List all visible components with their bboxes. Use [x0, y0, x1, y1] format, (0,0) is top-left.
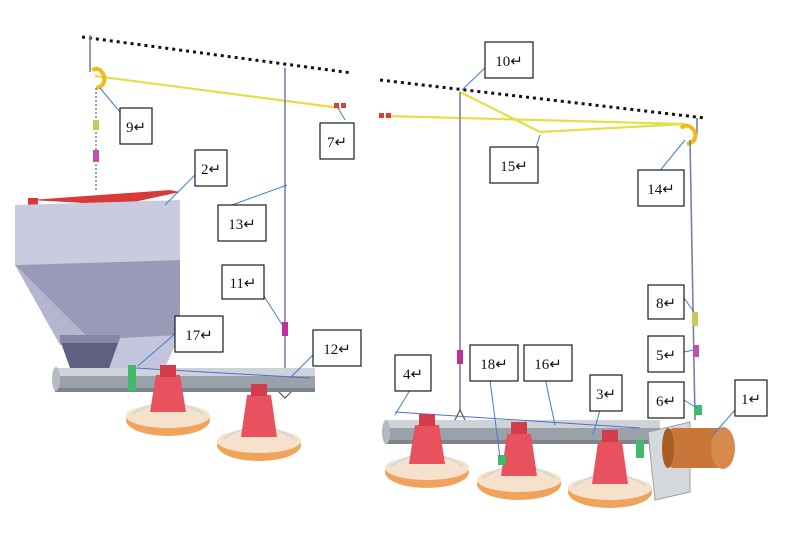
- callout-3: 3↵: [589, 374, 623, 412]
- feed-pan-3: [385, 414, 469, 488]
- callout-3-label: 3↵: [596, 387, 616, 403]
- callout-13-label: 13↵: [228, 217, 256, 233]
- callout-11: 11↵: [221, 264, 265, 300]
- callout-7: 7↵: [319, 122, 355, 160]
- callout-2: 2↵: [194, 149, 228, 187]
- winch-adjuster-right: [457, 350, 463, 364]
- callout-8-label: 8↵: [656, 296, 676, 312]
- ceiling-line-right: [379, 78, 706, 120]
- feed-pan-1: [126, 365, 210, 436]
- callout-18: 18↵: [469, 344, 519, 382]
- callout-17: 17↵: [174, 315, 224, 353]
- callout-12: 12↵: [312, 329, 362, 367]
- callout-1-label: 1↵: [741, 392, 761, 408]
- callout-12-label: 12↵: [323, 342, 351, 358]
- feed-pan-5: [568, 430, 652, 508]
- callout-17-label: 17↵: [185, 328, 213, 344]
- right-pulley-hook: [679, 123, 698, 146]
- callout-9: 9↵: [119, 107, 153, 145]
- callout-4-label: 4↵: [403, 367, 423, 383]
- callout-14: 14↵: [637, 169, 685, 207]
- winch-adjuster-left: [282, 322, 288, 336]
- drive-motor: [647, 421, 735, 501]
- callout-14-label: 14↵: [647, 182, 675, 198]
- left-suspension: [89, 35, 346, 399]
- feed-hopper: [15, 190, 180, 382]
- callout-16: 16↵: [523, 344, 573, 382]
- callout-18-label: 18↵: [480, 357, 508, 373]
- left-pulley-hook: [91, 66, 107, 90]
- callout-8: 8↵: [647, 284, 685, 320]
- feed-pipe-left: [52, 365, 315, 392]
- right-suspension: [379, 91, 702, 429]
- callout-16-label: 16↵: [534, 357, 562, 373]
- callout-9-label: 9↵: [126, 120, 146, 136]
- callout-11-label: 11↵: [229, 276, 256, 292]
- callout-13: 13↵: [217, 204, 267, 242]
- callout-5: 5↵: [647, 335, 685, 373]
- callout-15-label: 15↵: [500, 159, 528, 175]
- callout-1: 1↵: [734, 379, 768, 417]
- feed-pan-2: [217, 384, 301, 461]
- callout-15: 15↵: [489, 146, 539, 184]
- callout-7-label: 7↵: [327, 135, 347, 151]
- feed-pan-4: [477, 422, 561, 500]
- callout-10: 10↵: [484, 41, 534, 79]
- ceiling-line-left: [81, 35, 353, 75]
- callout-2-label: 2↵: [201, 162, 221, 178]
- leader-lines: [99, 64, 736, 459]
- callout-4: 4↵: [394, 354, 432, 392]
- callout-5-label: 5↵: [656, 348, 676, 364]
- callout-6: 6↵: [647, 381, 685, 419]
- callout-6-label: 6↵: [656, 394, 676, 410]
- callout-10-label: 10↵: [495, 54, 523, 70]
